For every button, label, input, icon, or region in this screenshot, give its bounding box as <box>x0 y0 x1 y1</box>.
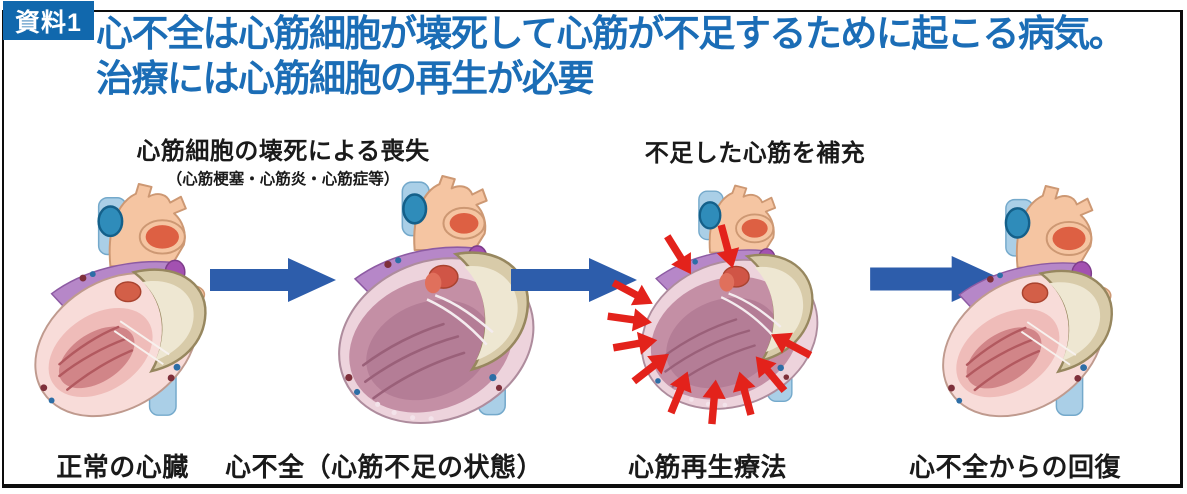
flow-arrow-icon <box>511 258 637 302</box>
figure-title-line1: 心不全は心筋細胞が壊死して心筋が不足するために起こる病気。 <box>96 13 1126 54</box>
right-arrow-shape <box>210 258 336 302</box>
annotation-replenish: 不足した心筋を補充 <box>625 133 885 168</box>
normal-heart-illustration <box>7 182 226 447</box>
flow-arrow-icon <box>210 258 336 302</box>
stage-caption-heart-failure: 心不全（心筋不足の状態） <box>225 452 544 482</box>
failing-heart-illustration <box>312 174 560 453</box>
right-arrow-shape <box>511 258 637 302</box>
annotation-loss: 心筋細胞の壊死による喪失 （心筋梗塞・心筋炎・心筋症等） <box>128 131 438 189</box>
annotation-loss-label: 心筋細胞の壊死による喪失 <box>136 138 430 165</box>
red-arrow-icon <box>607 272 659 314</box>
annotation-replenish-label: 不足した心筋を補充 <box>644 140 866 167</box>
figure-title-line2: 治療には心筋細胞の再生が必要 <box>96 58 595 99</box>
source-badge: 資料1 <box>3 1 94 40</box>
figure-title: 心不全は心筋細胞が壊死して心筋が不足するために起こる病気。 治療には心筋細胞の再… <box>96 11 1126 101</box>
regeneration-therapy-heart-illustration <box>606 184 842 436</box>
stage-caption-recovery: 心不全からの回復 <box>908 452 1121 482</box>
annotation-loss-sublabel: （心筋梗塞・心筋炎・心筋症等） <box>166 171 400 188</box>
stage-caption-normal: 正常の心臓 <box>56 452 189 482</box>
recovered-heart-illustration <box>915 184 1132 447</box>
stage-caption-regeneration-therapy: 心筋再生療法 <box>627 452 787 482</box>
